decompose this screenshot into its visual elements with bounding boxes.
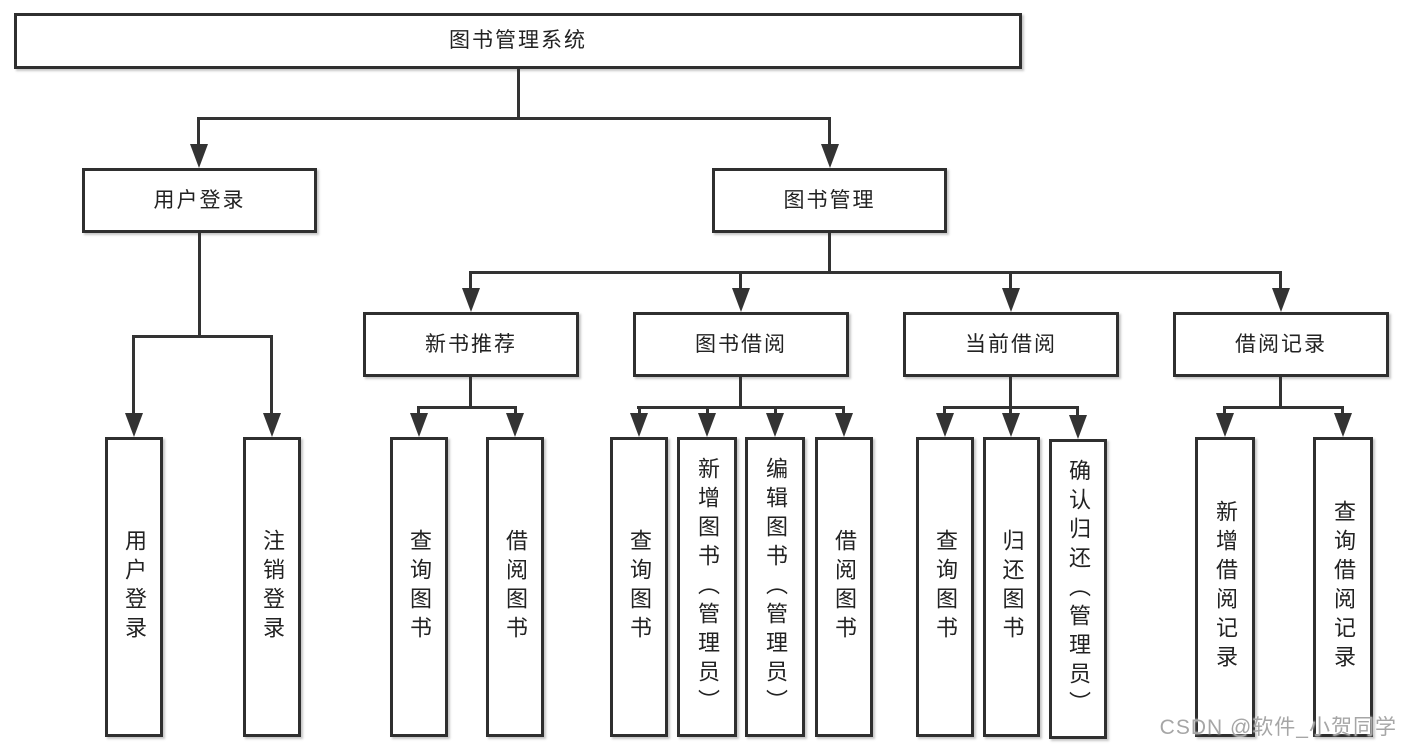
node-book-borrow: 图书借阅 xyxy=(633,312,849,377)
leaf-query-books-borrow: 查询图书 xyxy=(610,437,668,737)
tree-edge xyxy=(469,271,1282,274)
tree-edge xyxy=(514,406,517,418)
leaf-query-books-borrow-label: 查询图书 xyxy=(627,529,652,645)
arrowhead-down-icon xyxy=(732,288,750,312)
tree-edge xyxy=(198,233,201,338)
arrowhead-down-icon xyxy=(821,144,839,168)
arrowhead-down-icon xyxy=(630,413,648,437)
tree-edge xyxy=(706,406,709,418)
tree-edge xyxy=(1279,271,1282,292)
tree-edge xyxy=(828,233,831,273)
tree-edge xyxy=(637,406,844,409)
leaf-add-book-admin-label: 新增图书（管理员） xyxy=(695,456,720,718)
tree-edge xyxy=(197,117,200,149)
tree-edge xyxy=(1009,406,1012,418)
tree-edge xyxy=(1223,406,1226,418)
arrowhead-down-icon xyxy=(1272,288,1290,312)
tree-edge xyxy=(517,69,520,119)
leaf-user-login-label: 用户登录 xyxy=(122,529,147,645)
node-root: 图书管理系统 xyxy=(14,13,1022,69)
csdn-watermark: CSDN @软件_小贺同学 xyxy=(1159,716,1397,739)
leaf-edit-book-admin: 编辑图书（管理员） xyxy=(745,437,805,737)
leaf-return-book-label: 归还图书 xyxy=(999,529,1025,645)
leaf-borrow-books-recommend: 借阅图书 xyxy=(486,437,544,737)
arrowhead-down-icon xyxy=(410,413,428,437)
leaf-add-book-admin: 新增图书（管理员） xyxy=(677,437,737,737)
node-borrow-records: 借阅记录 xyxy=(1173,312,1389,377)
tree-edge xyxy=(417,406,420,418)
leaf-add-borrow-record: 新增借阅记录 xyxy=(1195,437,1255,737)
leaf-query-books-current: 查询图书 xyxy=(916,437,974,737)
arrowhead-down-icon xyxy=(1334,413,1352,437)
leaf-query-borrow-record-label: 查询借阅记录 xyxy=(1331,500,1356,674)
node-current-borrow-label: 当前借阅 xyxy=(965,332,1057,356)
tree-edge xyxy=(842,406,845,418)
tree-edge xyxy=(417,406,517,409)
leaf-logout-login: 注销登录 xyxy=(243,437,301,737)
tree-edge xyxy=(1009,377,1012,409)
node-book-management: 图书管理 xyxy=(712,168,947,233)
tree-edge xyxy=(1341,406,1344,418)
leaf-edit-book-admin-label: 编辑图书（管理员） xyxy=(763,456,788,718)
node-new-book-recommend-label: 新书推荐 xyxy=(425,332,517,356)
arrowhead-down-icon xyxy=(835,413,853,437)
tree-edge xyxy=(270,335,273,415)
tree-edge xyxy=(638,406,641,418)
leaf-logout-login-label: 注销登录 xyxy=(260,529,285,645)
leaf-borrow-books-borrow: 借阅图书 xyxy=(815,437,873,737)
leaf-query-books-recommend-label: 查询图书 xyxy=(407,529,432,645)
leaf-query-books-recommend: 查询图书 xyxy=(390,437,448,737)
arrowhead-down-icon xyxy=(506,413,524,437)
tree-edge xyxy=(774,406,777,418)
tree-edge xyxy=(828,117,831,149)
leaf-borrow-books-borrow-label: 借阅图书 xyxy=(832,529,857,645)
node-book-management-label: 图书管理 xyxy=(783,188,876,212)
tree-edge xyxy=(739,377,742,409)
tree-edge xyxy=(1223,406,1344,409)
leaf-return-book: 归还图书 xyxy=(983,437,1040,737)
node-book-borrow-label: 图书借阅 xyxy=(695,332,787,356)
arrowhead-down-icon xyxy=(1069,415,1087,439)
tree-edge xyxy=(469,377,472,409)
arrowhead-down-icon xyxy=(263,413,281,437)
tree-edge xyxy=(132,335,135,415)
tree-edge xyxy=(132,335,273,338)
arrowhead-down-icon xyxy=(125,413,143,437)
arrowhead-down-icon xyxy=(936,413,954,437)
arrowhead-down-icon xyxy=(1002,288,1020,312)
tree-edge xyxy=(943,406,946,418)
node-user-login-label: 用户登录 xyxy=(153,188,246,212)
leaf-query-books-current-label: 查询图书 xyxy=(933,529,958,645)
arrowhead-down-icon xyxy=(766,413,784,437)
node-user-login: 用户登录 xyxy=(82,168,317,233)
tree-edge xyxy=(1009,271,1012,292)
tree-edge xyxy=(469,271,472,292)
leaf-query-borrow-record: 查询借阅记录 xyxy=(1313,437,1373,737)
leaf-confirm-return-admin: 确认归还（管理员） xyxy=(1049,439,1107,739)
leaf-borrow-books-recommend-label: 借阅图书 xyxy=(503,529,528,645)
tree-edge xyxy=(1279,377,1282,409)
node-new-book-recommend: 新书推荐 xyxy=(363,312,579,377)
tree-edge xyxy=(739,271,742,292)
arrowhead-down-icon xyxy=(1002,413,1020,437)
tree-edge xyxy=(1076,406,1079,420)
node-current-borrow: 当前借阅 xyxy=(903,312,1119,377)
node-borrow-records-label: 借阅记录 xyxy=(1235,332,1327,356)
arrowhead-down-icon xyxy=(1216,413,1234,437)
tree-edge xyxy=(197,117,831,120)
arrowhead-down-icon xyxy=(698,413,716,437)
arrowhead-down-icon xyxy=(462,288,480,312)
leaf-add-borrow-record-label: 新增借阅记录 xyxy=(1213,500,1238,674)
arrowhead-down-icon xyxy=(190,144,208,168)
leaf-confirm-return-admin-label: 确认归还（管理员） xyxy=(1066,458,1091,720)
node-root-label: 图书管理系统 xyxy=(449,29,587,53)
leaf-user-login: 用户登录 xyxy=(105,437,163,737)
